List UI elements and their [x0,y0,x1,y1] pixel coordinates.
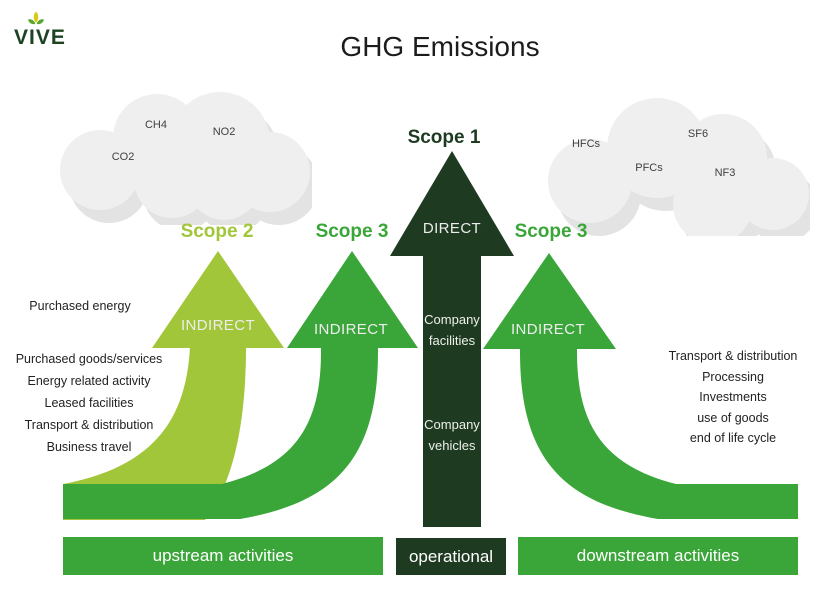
list-item: Business travel [46,440,132,454]
list-item: Purchased goods/services [15,352,163,366]
scope3-downstream-arrow-head [483,253,616,349]
scope2-indirect-label: INDIRECT [180,317,256,334]
scope3-upstream-indirect-label: INDIRECT [313,321,389,338]
gas-label-co2: CO2 [111,151,135,163]
list-item: Energy related activity [27,374,151,388]
scope3-downstream-arrow-tail [520,347,798,519]
page-title: GHG Emissions [340,31,540,62]
list-item: Processing [702,369,764,384]
vive-logo: VIVE [14,26,66,49]
downstream-activities-label: downstream activities [576,546,740,565]
scope3-downstream-label: Scope 3 [514,221,588,242]
gas-label-no2: NO2 [212,126,236,138]
scope1-label: Scope 1 [407,127,481,148]
operational-bar: operational [396,538,506,575]
gas-label-nf3: NF3 [714,167,736,179]
scope3-upstream-items: Purchased goods/services Energy related … [16,348,163,458]
company-vehicles-label: Company vehicles [424,417,480,453]
scope2-label: Scope 2 [180,221,254,242]
scope2-item-purchased-energy: Purchased energy [29,299,131,313]
gas-label-hfcs: HFCs [571,138,601,150]
scope3-upstream-arrow-head [287,251,418,348]
downstream-activities-bar: downstream activities [518,537,798,575]
operational-label: operational [408,546,494,566]
scope1-arrow-shaft [423,254,481,527]
scope1-arrow-head [390,151,514,256]
list-item: use of goods [697,410,769,425]
upstream-activities-bar: upstream activities [63,537,383,575]
scope3-upstream-label: Scope 3 [315,221,389,242]
list-item: Transport & distribution [668,349,798,363]
gas-label-sf6: SF6 [687,128,709,140]
scope2-arrow-head [152,251,284,348]
list-item: end of life cycle [689,431,777,445]
list-item: Leased facilities [44,396,134,410]
list-item: Investments [699,390,767,404]
company-facilities-label: Company facilities [424,312,480,348]
left-gas-cloud [52,80,312,225]
scope2-arrow-tail [63,347,246,520]
scope3-downstream-items: Transport & distribution Processing Inve… [669,346,798,449]
scope1-direct-label: DIRECT [422,220,482,237]
gas-label-ch4: CH4 [144,119,168,131]
scope3-upstream-arrow-tail [63,347,378,519]
right-gas-cloud [545,86,810,236]
scope3-downstream-indirect-label: INDIRECT [510,321,586,338]
gas-label-pfcs: PFCs [635,162,663,174]
upstream-activities-label: upstream activities [152,546,294,565]
vive-leaf-icon [27,11,45,29]
list-item: Transport & distribution [24,418,154,432]
